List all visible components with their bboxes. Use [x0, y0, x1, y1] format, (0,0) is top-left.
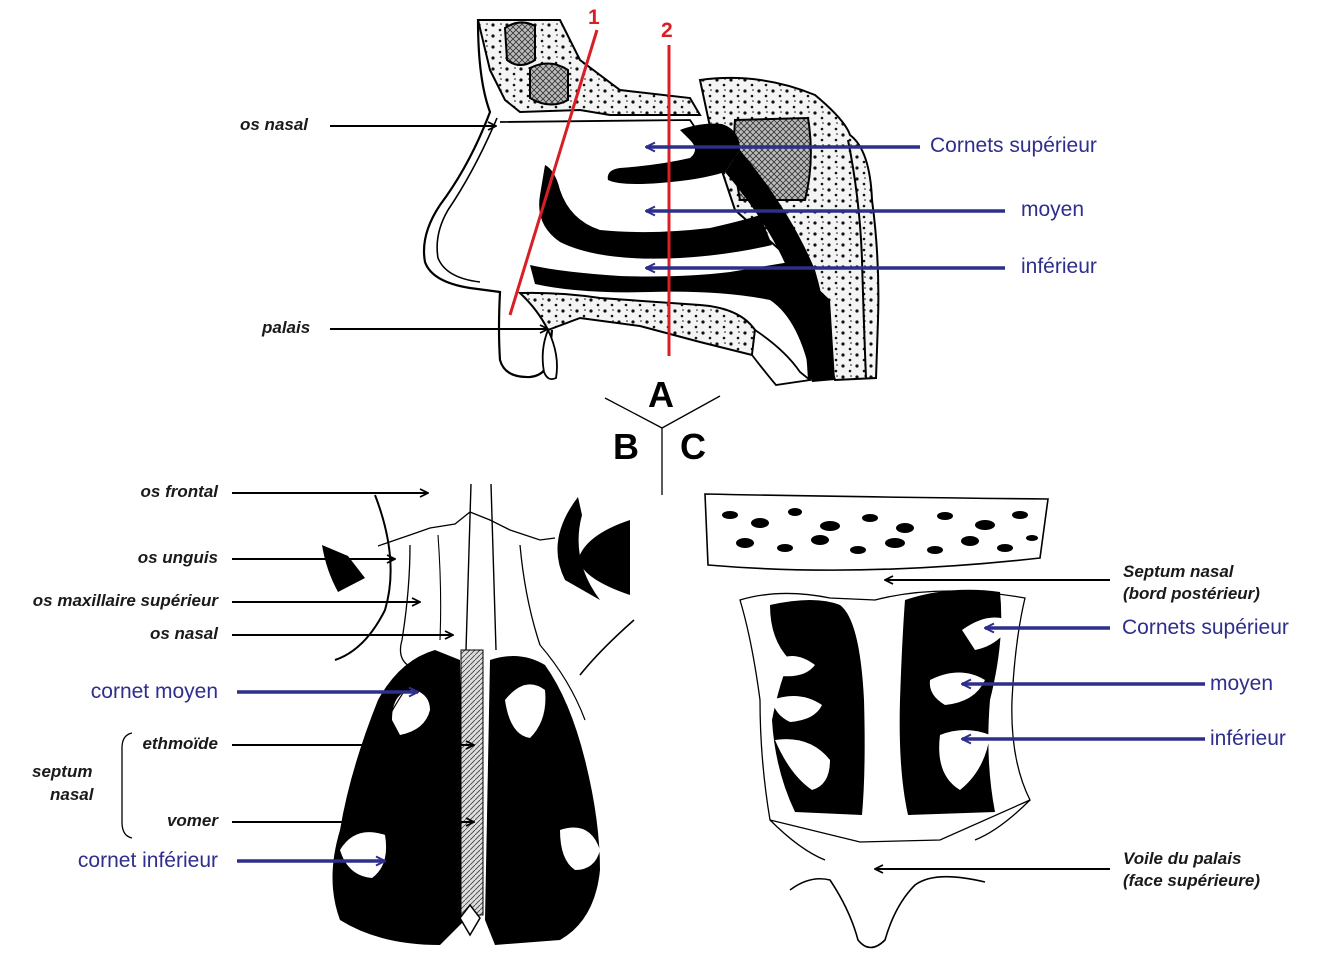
label-c-voile-line2: (face supérieure)	[1123, 871, 1260, 891]
view-c-posterior-drawing	[705, 494, 1048, 948]
plane-2-number: 2	[661, 19, 673, 43]
maxilla-inner-left	[438, 535, 441, 640]
incisor	[543, 330, 557, 379]
panel-letter-b: B	[613, 426, 639, 468]
lacrimal-bone-left	[322, 545, 365, 592]
plane-1-number: 1	[588, 6, 600, 30]
label-c-inferieur: inférieur	[1210, 727, 1286, 751]
frontal-sinus-upper	[505, 22, 535, 65]
turbinate-superior	[608, 124, 740, 184]
label-b-os-maxillaire: os maxillaire supérieur	[33, 591, 218, 611]
label-b-vomer: vomer	[167, 811, 218, 831]
frontal-sinus-lower	[530, 63, 568, 104]
label-a-palais: palais	[262, 318, 310, 338]
label-b-septum-line2: nasal	[50, 785, 93, 805]
hard-palate	[520, 293, 755, 355]
label-b-os-nasal: os nasal	[150, 624, 218, 644]
view-b-coronal-drawing	[322, 484, 634, 945]
panel-letter-a: A	[648, 374, 674, 416]
view-a-sagittal-drawing	[424, 20, 878, 385]
label-a-os-nasal: os nasal	[240, 115, 308, 135]
septum-bar	[461, 650, 483, 915]
label-b-ethmoide: ethmoïde	[142, 734, 218, 754]
label-c-cornets-superieur: Cornets supérieur	[1122, 616, 1289, 640]
label-b-cornet-inferieur: cornet inférieur	[78, 849, 218, 873]
label-a-cornets-superieur: Cornets supérieur	[930, 134, 1097, 158]
sphenoid-body	[705, 494, 1048, 570]
nasal-vestibule-line	[437, 118, 497, 282]
label-c-moyen: moyen	[1210, 672, 1273, 696]
label-b-os-frontal: os frontal	[141, 482, 218, 502]
label-b-os-unguis: os unguis	[138, 548, 218, 568]
soft-palate-curve	[790, 877, 985, 948]
panel-letter-c: C	[680, 426, 706, 468]
maxilla-left-edge	[400, 545, 420, 670]
label-a-inferieur: inférieur	[1021, 255, 1097, 279]
orbit-right-curve	[580, 620, 634, 675]
label-a-moyen: moyen	[1021, 198, 1084, 222]
septum-bracket	[122, 733, 132, 838]
label-b-cornet-moyen: cornet moyen	[91, 680, 218, 704]
label-c-septum-line1: Septum nasal	[1123, 562, 1234, 582]
frontal-suture	[378, 512, 555, 546]
label-c-septum-line2: (bord postérieur)	[1123, 584, 1260, 604]
maxilla-right-edge	[520, 545, 540, 645]
label-b-septum-line1: septum	[32, 762, 92, 782]
label-c-voile-line1: Voile du palais	[1123, 849, 1241, 869]
